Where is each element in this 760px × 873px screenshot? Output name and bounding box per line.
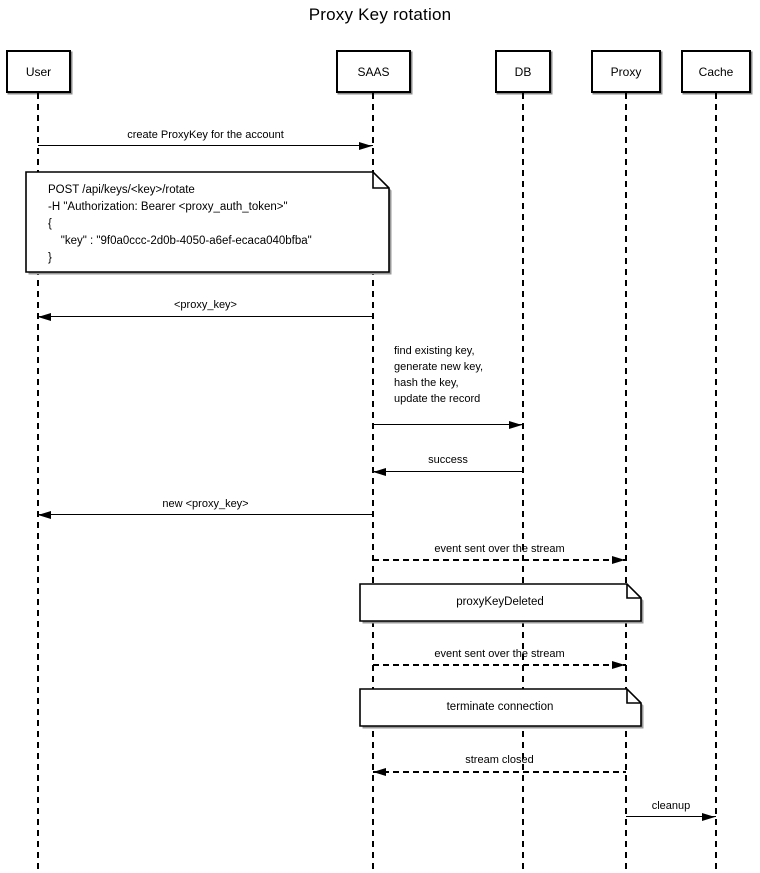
arrowhead-left-icon [373,467,386,476]
arrowhead-right-icon [359,141,372,150]
lifeline-cache [715,93,717,870]
arrowhead-right-icon [509,420,522,429]
message-label: <proxy_key> [174,299,237,311]
message-label: stream closed [465,754,534,766]
message-line [626,816,716,817]
message-label: event sent over the stream [434,543,565,555]
arrowhead-right-icon [612,555,625,564]
message-label: create ProxyKey for the account [127,129,284,141]
message-label: event sent over the stream [434,648,565,660]
arrowhead-left-icon [38,312,51,321]
arrowhead-left-icon [38,510,51,519]
diagram-title: Proxy Key rotation [308,5,452,24]
participant-saas: SAAS [336,50,411,93]
participant-proxy: Proxy [591,50,661,93]
message-line [373,559,626,561]
message-line [373,771,626,773]
note-text: proxyKeyDeleted [456,596,544,608]
message-label: new <proxy_key> [162,498,249,510]
participant-db: DB [495,50,551,93]
lifeline-saas [372,93,374,870]
message-line [373,471,523,472]
message-label: success [428,454,468,466]
message-line [38,514,373,515]
note-shape [25,171,392,275]
message-line [38,316,373,317]
message-label: cleanup [651,800,691,812]
message-label: find existing key, generate new key, has… [394,345,484,405]
lifeline-user [37,93,39,870]
message-line [38,145,373,146]
message-line [373,424,523,425]
note-text: terminate connection [446,701,554,713]
message-line [373,664,626,666]
arrowhead-left-icon [373,767,386,776]
lifeline-proxy [625,93,627,870]
note-shape [359,688,644,729]
arrowhead-right-icon [702,812,715,821]
participant-cache: Cache [681,50,751,93]
arrowhead-right-icon [612,660,625,669]
lifeline-db [522,93,524,870]
note-shape [359,583,644,624]
note-text: POST /api/keys/<key>/rotate -H "Authoriz… [48,184,312,264]
participant-user: User [6,50,71,93]
